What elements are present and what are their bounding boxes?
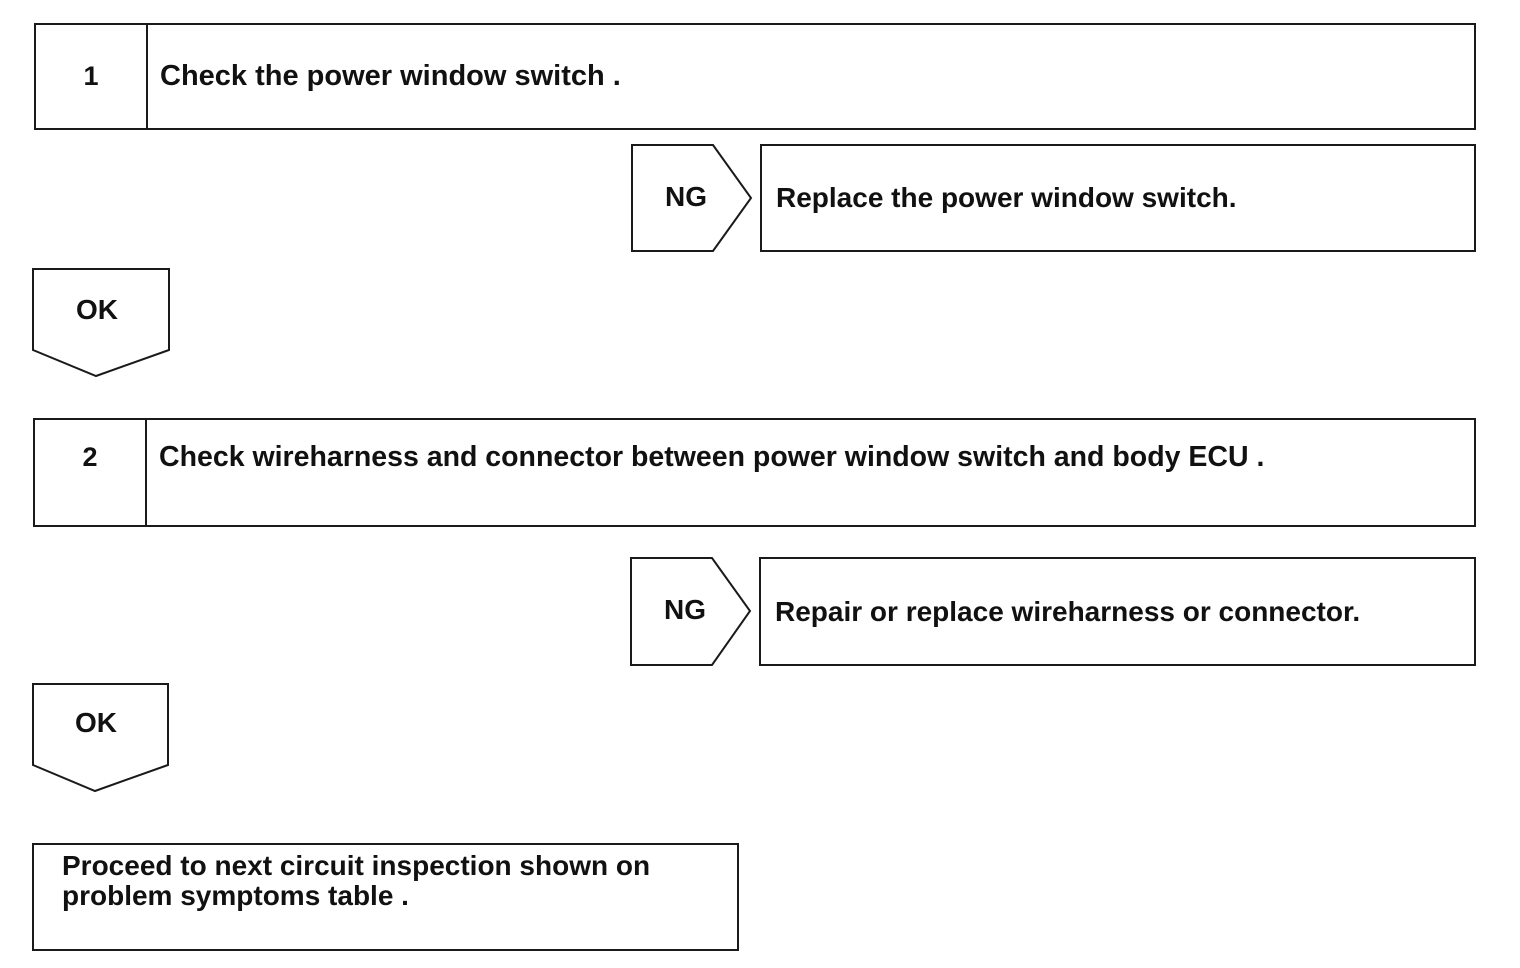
ng-2-action-box: Repair or replace wireharness or connect… [759, 557, 1476, 666]
ok-2-label: OK [75, 707, 117, 738]
step-1-text: Check the power window switch . [160, 60, 621, 92]
ok-1-label: OK [76, 294, 118, 325]
ng-1-action-text: Replace the power window switch. [776, 182, 1237, 213]
final-step-line-1: Proceed to next circuit inspection shown… [62, 850, 651, 881]
step-2-box: 2 Check wireharness and connector betwee… [33, 418, 1476, 527]
step-2-text: Check wireharness and connector between … [159, 441, 1265, 473]
step-1-number: 1 [36, 25, 148, 128]
ng-1-arrow: NG [631, 144, 753, 252]
ng-2-arrow: NG [630, 557, 753, 666]
ok-1-arrow: OK [32, 268, 171, 378]
ok-2-arrow: OK [32, 683, 171, 793]
ng-2-label: NG [664, 594, 706, 625]
ng-1-label: NG [665, 181, 707, 212]
final-step-box: Proceed to next circuit inspection shown… [32, 843, 739, 951]
step-2-number: 2 [35, 420, 147, 525]
final-step-line-2: problem symptoms table . [62, 880, 409, 911]
ng-1-action-box: Replace the power window switch. [760, 144, 1476, 252]
ng-2-action-text: Repair or replace wireharness or connect… [775, 595, 1361, 627]
step-1-box: 1 Check the power window switch . [34, 23, 1476, 130]
